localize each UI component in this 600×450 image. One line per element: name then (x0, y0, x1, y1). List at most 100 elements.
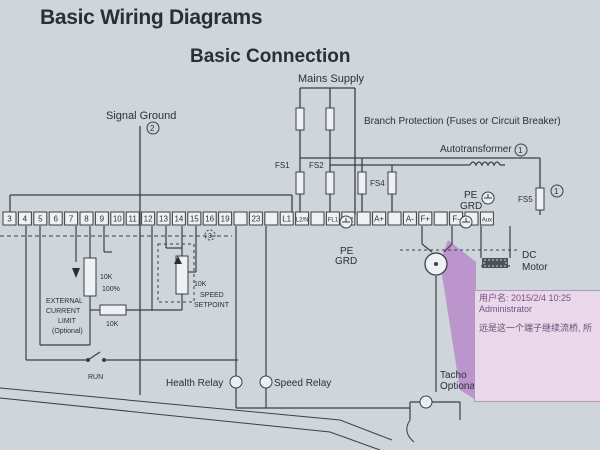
fuse-fs2 (325, 171, 335, 195)
pot-wiper-arrow (72, 268, 80, 278)
pot2-wiper-arrow (174, 256, 182, 264)
terminal-box (418, 211, 433, 226)
diagram-subtitle: Basic Connection (190, 46, 351, 67)
pot2-value-label: 10K (194, 281, 207, 288)
comment-body-text: 远是这一个端子继续流桥, 所 (479, 323, 593, 333)
three-number: 3 (208, 233, 212, 240)
tacho-label-2: Optiona (440, 381, 475, 392)
fs2-label: FS2 (309, 161, 324, 170)
autotransformer-number-circle (514, 143, 528, 157)
resistor-value-label: 10K (106, 321, 119, 328)
terminal-box (248, 211, 263, 226)
terminal-label: 16 (205, 215, 214, 224)
terminal-box (2, 211, 17, 226)
run-switch-contact (86, 358, 90, 362)
terminal-box (33, 211, 48, 226)
terminal-box (479, 211, 494, 226)
comment-header-author: Administrator (479, 304, 533, 314)
terminal-label: 15 (190, 215, 199, 224)
mains-supply-label: Mains Supply (298, 73, 365, 85)
terminal-box (372, 211, 387, 226)
health-relay-label: Health Relay (166, 378, 223, 389)
terminal-box (387, 211, 402, 226)
terminal-label: 4 (23, 215, 28, 224)
terminal-label: F+ (421, 215, 431, 224)
terminal-box (125, 211, 140, 226)
autotransformer-number: 1 (518, 146, 523, 155)
pot1-percent-label: 100% (102, 286, 120, 293)
control-wiring (25, 226, 511, 420)
speed-relay-coil (259, 375, 273, 389)
terminal-label: 7 (69, 215, 74, 224)
speed-label: SPEED (200, 292, 224, 299)
terminal-box (325, 211, 340, 226)
grd-label-top: GRD (460, 201, 482, 212)
terminal-box (79, 211, 94, 226)
fuse-fs1-top (295, 107, 305, 131)
terminal-label: 3 (7, 215, 12, 224)
three-number-circle (204, 229, 216, 241)
terminal-label: 12 (144, 215, 153, 224)
terminal-box (356, 211, 371, 226)
ext-current-label-1: EXTERNAL (46, 298, 83, 305)
autotransformer-label: Autotransformer (440, 144, 512, 155)
fuse-left (357, 171, 367, 195)
terminal-label: 19 (221, 215, 230, 224)
terminal-label: Aux (482, 218, 492, 224)
fuse-fs2-top (325, 107, 335, 131)
setpoint-label: SETPOINT (194, 302, 230, 309)
terminal-label: 8 (84, 215, 89, 224)
terminal-box (156, 211, 171, 226)
comment-popup[interactable]: 用户名: 2015/2/4 10:25 Administrator 远是这一个端… (474, 290, 600, 402)
speed-relay-label: Speed Relay (274, 378, 331, 389)
comment-header-timestamp: 用户名: 2015/2/4 10:25 (479, 293, 572, 303)
autotransformer-bus (300, 157, 541, 215)
terminal-box (141, 211, 156, 226)
fs4-label: FS4 (370, 179, 385, 188)
terminal-box (233, 211, 248, 226)
page-title: Basic Wiring Diagrams (40, 6, 263, 29)
terminal-label: 23 (251, 215, 260, 224)
tacho-generator (419, 395, 433, 409)
terminal-label: 5 (38, 215, 43, 224)
pe-ground-symbol-mid (339, 215, 353, 229)
terminal-label: L2/N (296, 218, 309, 224)
pe-label-top: PE (464, 190, 478, 201)
ext-current-label-4: (Optional) (52, 328, 83, 335)
ext-current-label-3: LIMIT (58, 318, 77, 325)
highlight-band (440, 240, 476, 400)
fuse-fs5 (535, 187, 545, 211)
field-winding (482, 258, 508, 268)
fs5-number-circle (550, 184, 564, 198)
signal-ground-number-circle (146, 121, 160, 135)
terminal-box (279, 211, 294, 226)
dc-label: DC (522, 250, 536, 261)
terminal-box (295, 211, 310, 226)
signal-ground-label: Signal Ground (106, 110, 176, 122)
terminal-box (433, 211, 448, 226)
mains-supply-lines (299, 87, 356, 215)
terminal-label: A- (406, 215, 414, 224)
terminal-label: 6 (53, 215, 58, 224)
pe-ground-symbol-motor (459, 215, 473, 229)
terminal-box (310, 211, 325, 226)
terminal-label: F- (452, 215, 460, 224)
health-relay-coil (229, 375, 243, 389)
pe-label-mid: PE (340, 246, 354, 257)
run-label: RUN (88, 374, 103, 381)
fs5-label: FS5 (518, 195, 533, 204)
terminal-label: 14 (174, 215, 183, 224)
terminal-box (17, 211, 32, 226)
terminal-label: 13 (159, 215, 168, 224)
pot1-value-label: 10K (100, 274, 113, 281)
branch-protection-label: Branch Protection (Fuses or Circuit Brea… (364, 116, 561, 127)
motor-label: Motor (522, 262, 548, 273)
ext-current-label-2: CURRENT (46, 308, 81, 315)
terminal-strip: 3456789101112131415161923L1L2/NFL1FL2A+A… (2, 211, 494, 226)
fs5-number: 1 (554, 187, 559, 196)
tacho-label-1: Tacho (440, 370, 467, 381)
fuse-fs4 (387, 171, 397, 195)
grd-label-mid: GRD (335, 256, 357, 267)
